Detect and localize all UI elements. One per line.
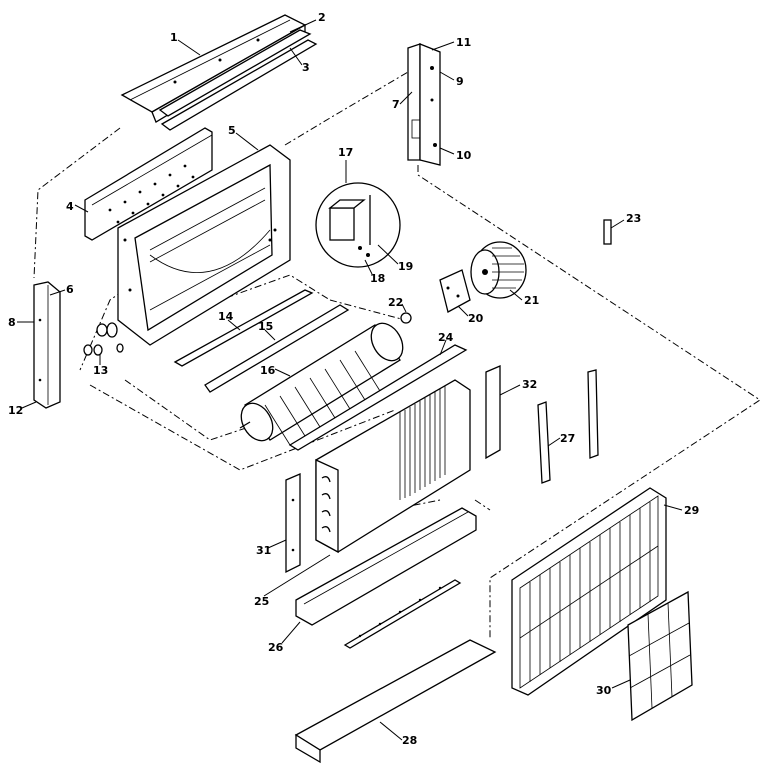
label-24: 24 <box>438 331 454 344</box>
label-13: 13 <box>93 364 108 377</box>
part-nut <box>400 312 412 324</box>
part-blower-wheel <box>239 322 404 446</box>
label-26: 26 <box>268 641 284 654</box>
part-blower-housing <box>117 144 291 346</box>
label-19: 19 <box>398 260 413 273</box>
label-12: 12 <box>8 404 23 417</box>
leader-lines <box>17 19 683 741</box>
label-23: 23 <box>626 212 641 225</box>
label-8: 8 <box>8 316 16 329</box>
part-clip <box>603 219 612 245</box>
label-14: 14 <box>218 310 234 323</box>
part-top-rail <box>120 14 307 123</box>
part-rail-strip <box>158 29 318 131</box>
label-10: 10 <box>456 149 472 162</box>
part-air-filter <box>627 590 693 722</box>
label-31: 31 <box>256 544 271 557</box>
label-6: 6 <box>66 283 74 296</box>
label-30: 30 <box>596 684 612 697</box>
part-baffle-strips <box>173 289 350 393</box>
label-27: 27 <box>560 432 575 445</box>
label-21: 21 <box>524 294 539 307</box>
label-3: 3 <box>302 61 310 74</box>
label-25: 25 <box>254 595 269 608</box>
part-capacitor-inset <box>315 182 401 268</box>
label-17: 17 <box>338 146 353 159</box>
part-base-angle <box>294 639 497 764</box>
label-5: 5 <box>228 124 236 137</box>
part-drain-pan <box>295 507 477 649</box>
label-32: 32 <box>522 378 537 391</box>
label-4: 4 <box>66 200 74 213</box>
label-11: 11 <box>456 36 471 49</box>
label-15: 15 <box>258 320 273 333</box>
label-1: 1 <box>170 31 178 44</box>
part-vertical-strips <box>537 369 599 484</box>
part-fan-motor <box>439 241 527 313</box>
part-evaporator-coil <box>315 379 471 554</box>
part-side-bracket <box>84 127 213 241</box>
part-front-grille <box>511 487 667 696</box>
label-20: 20 <box>468 312 484 325</box>
part-side-plate-31 <box>285 473 301 574</box>
callout-labels: 1 2 3 4 5 6 8 7 9 10 11 12 13 14 15 16 1… <box>8 11 699 747</box>
part-plate-32 <box>485 365 501 460</box>
part-vertical-bracket <box>407 43 441 166</box>
label-28: 28 <box>402 734 417 747</box>
part-angle-strip <box>288 344 468 451</box>
label-18: 18 <box>370 272 385 285</box>
label-9: 9 <box>456 75 464 88</box>
label-16: 16 <box>260 364 276 377</box>
label-29: 29 <box>684 504 699 517</box>
label-22: 22 <box>388 296 403 309</box>
part-left-side-plate <box>33 281 61 409</box>
label-2: 2 <box>318 11 326 24</box>
label-7: 7 <box>392 98 400 111</box>
part-washers <box>83 322 124 356</box>
